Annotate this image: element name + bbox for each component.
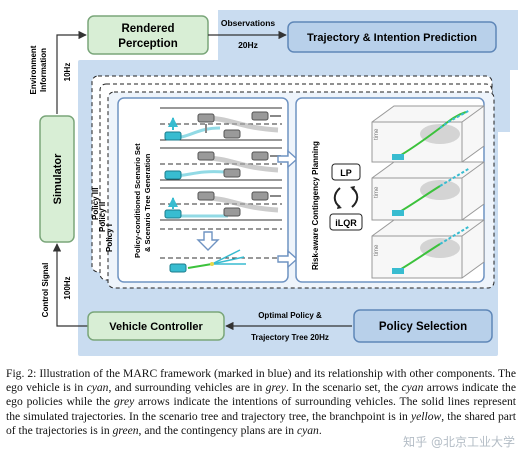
control-signal-arrow <box>52 243 88 327</box>
scenario-to-tree-arrow <box>196 231 220 251</box>
surrounding-vehicle <box>197 151 215 161</box>
lp-label: LP <box>340 168 352 178</box>
caption-run: Illustration of the MARC framework (mark… <box>6 367 516 395</box>
caption-run: grey <box>114 395 135 409</box>
surrounding-vehicle <box>197 191 215 201</box>
time-axis-label: time <box>374 244 380 256</box>
scenario-generation-label-1: Policy-conditioned Scenario Set <box>133 143 142 258</box>
observations-freq: 20Hz <box>238 40 258 50</box>
caption-run: green <box>112 423 139 437</box>
trajectory-plot-1: time <box>371 105 485 163</box>
time-axis-label: time <box>374 128 380 140</box>
caption-run: . <box>318 423 322 437</box>
caption-run: cyan <box>86 381 109 395</box>
simulator-label: Simulator <box>52 153 64 204</box>
surrounding-vehicle <box>251 191 269 201</box>
rendered-perception-label-2: Perception <box>118 38 177 50</box>
environment-info-arrow <box>56 30 87 114</box>
environment-info-freq: 10Hz <box>63 63 72 82</box>
scenario-set <box>160 107 282 230</box>
caption-run: arrows indicate the intentions of surrou… <box>6 395 516 423</box>
watermark: 知乎 @北京工业大学 <box>403 435 515 449</box>
caption-run: , and surrounding vehicles are in <box>108 381 266 395</box>
scenario-panel <box>117 97 289 283</box>
policy-ii-label: Policy II <box>98 202 107 232</box>
policy-i-label: Policy I <box>105 224 114 252</box>
trajectory-plot-2: time <box>371 161 485 221</box>
rendered-perception-label-1: Rendered <box>121 23 174 35</box>
surrounding-vehicle <box>223 168 241 178</box>
caption-run: , and the contingency plans are in <box>138 423 297 437</box>
caption-text: Illustration of the MARC framework (mark… <box>6 367 516 437</box>
vehicle-controller-box <box>87 311 225 341</box>
control-signal-label: Control Signal <box>41 263 50 318</box>
environment-info-label-1: Environment <box>29 45 38 94</box>
lp-box <box>331 163 361 181</box>
observations-label: Observations <box>221 18 276 28</box>
surrounding-vehicle <box>197 113 215 123</box>
environment-info-label-2: Information <box>39 48 48 92</box>
surrounding-vehicle <box>251 111 269 121</box>
optimal-policy-label: Optimal Policy & <box>258 311 322 320</box>
caption-run: cyan <box>401 381 424 395</box>
caption-run: arrows indicate the ego policies while t… <box>6 381 517 409</box>
control-signal-freq: 100Hz <box>63 276 72 299</box>
ilqr-box <box>329 213 363 231</box>
caption-label: Fig. 2: <box>6 367 37 380</box>
caption-run: . In the scenario set, the <box>285 381 402 395</box>
policy-selection-label: Policy Selection <box>379 321 467 333</box>
ego-vehicle <box>164 209 182 219</box>
trajectory-prediction-label: Trajectory & Intention Prediction <box>307 32 477 44</box>
surrounding-vehicle <box>223 129 241 139</box>
trajectory-prediction-box <box>287 21 497 53</box>
scenario-tree <box>160 249 282 273</box>
ego-vehicle <box>164 170 182 180</box>
ilqr-label: iLQR <box>335 218 357 228</box>
scenario-to-planning-arrow-2 <box>277 249 299 269</box>
time-axis-label: time <box>374 186 380 198</box>
scenario-to-planning-arrow <box>277 149 299 169</box>
vehicle-controller-label: Vehicle Controller <box>109 321 203 333</box>
surrounding-vehicle <box>223 207 241 217</box>
figure-caption: Fig. 2: Illustration of the MARC framewo… <box>6 367 516 438</box>
ego-vehicle <box>164 131 182 141</box>
caption-run: grey <box>265 381 286 395</box>
caption-run: , the shared part of the trajectories is… <box>6 409 516 437</box>
simulator-box <box>39 115 75 243</box>
marc-framework-diagram: Policy III Policy II Policy I Policy-con… <box>29 10 518 356</box>
policy-selection-box <box>353 309 493 343</box>
contingency-planning-label: Risk-aware Contingency Planning <box>311 141 320 270</box>
caption-run: cyan <box>296 423 319 437</box>
policy-iii-label: Policy III <box>91 188 100 220</box>
trajectory-plot-3: time <box>371 219 485 279</box>
caption-run: yellow <box>411 409 442 423</box>
surrounding-vehicle <box>251 151 269 161</box>
trajectory-tree-plots: time time time <box>371 105 485 279</box>
trajectory-tree-label: Trajectory Tree 20Hz <box>251 333 329 342</box>
ego-vehicle <box>169 263 187 273</box>
scenario-generation-label-2: & Scenario Tree Generation <box>143 153 152 252</box>
